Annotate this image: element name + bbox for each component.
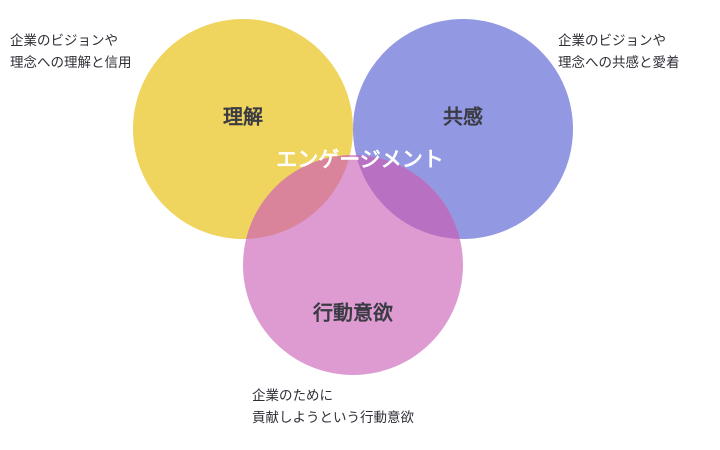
caption-empathy: 企業のビジョンや 理念への共感と愛着 (558, 33, 680, 70)
overlap-empathy-motivation (353, 155, 463, 239)
circle-label-motivation: 行動意欲 (312, 300, 393, 324)
center-label-engagement: エンゲージメント (276, 149, 444, 172)
caption-understanding: 企業のビジョンや 理念への理解と信用 (10, 33, 132, 70)
overlap-understanding-motivation (243, 155, 353, 239)
caption-motivation: 企業のために 貢献しようという行動意欲 (252, 388, 414, 425)
circle-label-understanding: 理解 (223, 104, 263, 128)
circle-label-empathy: 共感 (443, 104, 483, 128)
